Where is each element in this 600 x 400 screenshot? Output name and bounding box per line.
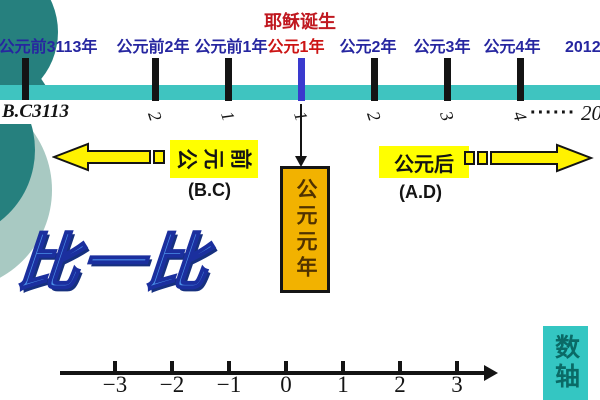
timeline-tick-ad3 bbox=[443, 58, 451, 101]
number-line-label-2: 2 bbox=[394, 372, 406, 397]
compare-wordart-title: 比一比 bbox=[13, 228, 213, 299]
number-line-tick bbox=[455, 361, 459, 371]
number-line-arrow-head-icon bbox=[484, 365, 498, 381]
number-line-label-1: 1 bbox=[337, 372, 349, 397]
timeline-tick-bc2 bbox=[151, 58, 159, 101]
timeline-2012-number: 2012 bbox=[581, 101, 600, 125]
number-line-label-neg1: −1 bbox=[216, 372, 242, 397]
bc-era-char-3: 前 bbox=[228, 148, 251, 170]
jesus-birth-title: 耶稣诞生 bbox=[264, 12, 336, 32]
number-line-label-neg2: −2 bbox=[159, 372, 185, 397]
year-label-ad4: 公元4年 bbox=[483, 39, 541, 56]
era-year-box-label: 公元元年 bbox=[294, 177, 317, 282]
tick-number-ad3: 3 bbox=[436, 108, 459, 124]
down-arrow-line bbox=[300, 104, 302, 158]
number-line-label-0: 0 bbox=[280, 372, 292, 397]
ad-era-label: 公元后 bbox=[379, 146, 469, 178]
number-line-tick bbox=[341, 361, 345, 371]
number-line-label-3: 3 bbox=[451, 372, 463, 397]
tick-number-bc1: 1 bbox=[217, 108, 240, 124]
year-label-2012: 2012年 bbox=[565, 39, 600, 56]
number-line bbox=[60, 371, 486, 375]
axis-title-box: 数轴 bbox=[543, 326, 588, 400]
year-label-ad1: 公元1年 bbox=[267, 39, 325, 56]
year-label-bc1: 公元前1年 bbox=[194, 39, 268, 56]
timeline-tick-ad4 bbox=[516, 58, 524, 101]
bc-abbreviation: (B.C) bbox=[188, 180, 231, 200]
timeline-tick-ad2 bbox=[370, 58, 378, 101]
number-line-tick bbox=[227, 361, 231, 371]
right-era-arrow-icon bbox=[464, 143, 594, 173]
timeline-tick-bc3113 bbox=[21, 58, 29, 101]
year-label-ad2: 公元2年 bbox=[339, 39, 397, 56]
left-era-arrow-icon bbox=[52, 142, 165, 172]
bc-era-char-1: 公 bbox=[174, 148, 197, 170]
timeline-tick-bc1 bbox=[224, 58, 232, 101]
year-label-ad3: 公元3年 bbox=[413, 39, 471, 56]
number-line-tick bbox=[398, 361, 402, 371]
tick-number-ad2: 2 bbox=[363, 108, 386, 124]
tick-number-bc2: 2 bbox=[144, 108, 167, 124]
timeline-ellipsis: ······ bbox=[530, 102, 576, 124]
ad-abbreviation: (A.D) bbox=[399, 182, 442, 202]
bc3113-label: B.C3113 bbox=[0, 100, 76, 124]
era-year-box: 公元元年 bbox=[280, 166, 330, 293]
bc-era-label: 公 元 前 bbox=[170, 140, 258, 178]
down-arrow-head-icon bbox=[295, 156, 307, 167]
number-line-tick bbox=[170, 361, 174, 371]
year-label-bc3113: 公元前3113年 bbox=[0, 39, 98, 56]
number-line-label-neg3: −3 bbox=[102, 372, 128, 397]
timeline-tick-ad1-highlight bbox=[297, 58, 305, 101]
number-line-tick bbox=[284, 361, 288, 371]
number-line-tick bbox=[113, 361, 117, 371]
bc-era-char-2: 元 bbox=[201, 148, 224, 170]
axis-title-label: 数轴 bbox=[551, 334, 580, 392]
year-label-bc2: 公元前2年 bbox=[116, 39, 190, 56]
